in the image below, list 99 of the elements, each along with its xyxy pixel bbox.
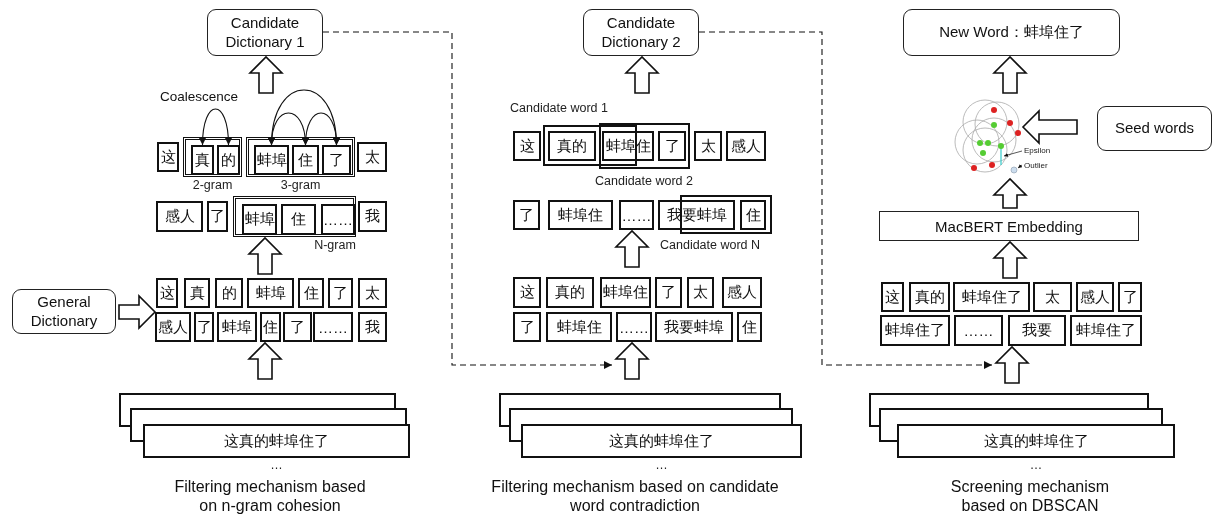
token-box: 蚌埠住了: [1070, 315, 1142, 346]
token-box: 了: [194, 312, 214, 342]
token-box: 蚌埠住了: [880, 315, 950, 346]
sentence-card: 这真的蚌埠住了: [521, 424, 802, 458]
rounded-box: Candidate Dictionary 1: [207, 9, 323, 56]
plot-annotation: Outlier: [1024, 161, 1049, 170]
token-box: 太: [357, 142, 387, 172]
token-box: 住: [292, 145, 319, 175]
token-box: 蚌埠住: [548, 200, 613, 230]
token-box: 蚌埠住: [546, 312, 612, 342]
block-arrow: [992, 177, 1028, 209]
token-box: 的: [217, 145, 240, 175]
sentence-card: 这真的蚌埠住了: [143, 424, 410, 458]
token-box: 这: [513, 277, 541, 308]
dashed-arrow: [322, 31, 613, 369]
token-box: 感人: [722, 277, 762, 308]
dashed-arrow: [698, 31, 993, 369]
token-box: ……: [321, 204, 355, 235]
sentence-card: 这真的蚌埠住了: [897, 424, 1175, 458]
token-box: 感人: [1076, 282, 1114, 312]
token-box: 了: [328, 278, 353, 308]
token-box: 感人: [156, 201, 203, 232]
token-box: 蚌埠住了: [953, 282, 1030, 312]
token-box: 蚌埠: [217, 312, 257, 342]
block-arrow: [624, 55, 660, 94]
token-box: 住: [281, 204, 316, 235]
candidate-frame: [680, 195, 772, 234]
token-box: 太: [694, 131, 722, 161]
block-arrow: [1021, 109, 1078, 145]
n-gram-frame: [233, 196, 356, 237]
n-gram-frame: [246, 137, 355, 177]
arc-arrow: [198, 108, 233, 146]
token-box: 了: [513, 200, 540, 230]
candidate-frame: [599, 123, 690, 169]
token-box: 蚌埠住: [600, 277, 651, 308]
token-box: 这: [881, 282, 904, 312]
gram-label: N-gram: [313, 238, 357, 252]
token-box: ……: [619, 200, 654, 230]
rounded-box: General Dictionary: [12, 289, 116, 334]
token-box: 这: [513, 131, 541, 161]
token-box: 我: [358, 312, 387, 342]
block-arrow: [247, 341, 283, 380]
embedding-box: MacBERT Embedding: [879, 211, 1139, 241]
block-arrow: [614, 229, 650, 268]
token-box: ……: [954, 315, 1003, 346]
edge-label: Coalescence: [160, 89, 239, 106]
token-box: 了: [1118, 282, 1142, 312]
rounded-box: New Word：蚌埠住了: [903, 9, 1120, 56]
candidate-word-label: Candidate word 1: [510, 101, 609, 115]
gram-label: 2-gram: [191, 178, 234, 192]
token-box: 了: [283, 312, 312, 342]
token-box: 真的: [909, 282, 950, 312]
token-box: ……: [313, 312, 353, 342]
token-box: 住: [298, 278, 324, 308]
caption: Screening mechanism based on DBSCAN: [949, 477, 1111, 516]
block-arrow: [992, 240, 1028, 279]
token-box: 感人: [726, 131, 766, 161]
candidate-word-label: Candidate word N: [660, 238, 762, 252]
token-box: 蚌埠: [242, 204, 277, 235]
ellipsis-text: …: [1028, 458, 1044, 472]
token-box: 我: [358, 201, 387, 232]
token-box: 太: [687, 277, 714, 308]
gram-label: 3-gram: [279, 178, 322, 192]
block-arrow: [118, 294, 157, 330]
token-box: 的: [215, 278, 243, 308]
token-box: 真的: [546, 277, 594, 308]
token-box: 这: [157, 142, 179, 172]
token-box: 太: [358, 278, 387, 308]
token-box: 蚌埠: [247, 278, 294, 308]
n-gram-frame: [183, 137, 242, 177]
plot-annotation: Epsilon: [1024, 146, 1052, 155]
block-arrow: [247, 236, 283, 275]
token-box: 感人: [155, 312, 191, 342]
block-arrow: [614, 341, 650, 380]
ellipsis-text: …: [269, 458, 284, 472]
token-box: 我要: [1008, 315, 1066, 346]
rounded-box: Seed words: [1097, 106, 1212, 151]
token-box: 了: [322, 145, 351, 175]
token-box: 了: [513, 312, 541, 342]
candidate-word-label: Candidate word 2: [595, 174, 694, 188]
rounded-box: Candidate Dictionary 2: [583, 9, 699, 56]
caption: Filtering mechanism based on candidate word contradiction: [490, 477, 780, 516]
token-box: 蚌埠: [254, 145, 289, 175]
token-box: 住: [260, 312, 281, 342]
token-box: 住: [737, 312, 762, 342]
token-box: ……: [616, 312, 652, 342]
token-box: 我要蚌埠: [655, 312, 733, 342]
ellipsis-text: …: [654, 458, 669, 472]
token-box: 真: [184, 278, 210, 308]
token-box: 了: [655, 277, 682, 308]
token-box: 了: [207, 201, 228, 232]
block-arrow: [992, 55, 1028, 94]
caption: Filtering mechanism based on n-gram cohesion: [173, 477, 367, 516]
token-box: 真: [191, 145, 214, 175]
arc-arrow: [268, 89, 340, 146]
block-arrow: [994, 345, 1030, 384]
token-box: 太: [1033, 282, 1072, 312]
block-arrow: [248, 55, 284, 94]
token-box: 这: [156, 278, 178, 308]
